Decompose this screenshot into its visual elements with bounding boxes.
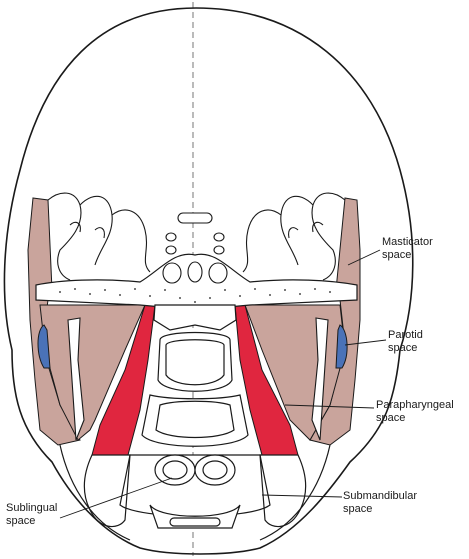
- label-parapharyngeal-space: Parapharyngeal space: [376, 399, 454, 425]
- label-masticator-space: Masticator space: [382, 236, 433, 262]
- sinus-right: [243, 193, 345, 280]
- leader-submandibular: [262, 495, 342, 497]
- label-parotid-space: Parotid space: [388, 329, 423, 355]
- label-sublingual-space: Sublingual space: [6, 502, 57, 528]
- sinus-left: [48, 193, 150, 280]
- foramina: [163, 213, 227, 283]
- label-submandibular-space: Submandibular space: [343, 490, 417, 516]
